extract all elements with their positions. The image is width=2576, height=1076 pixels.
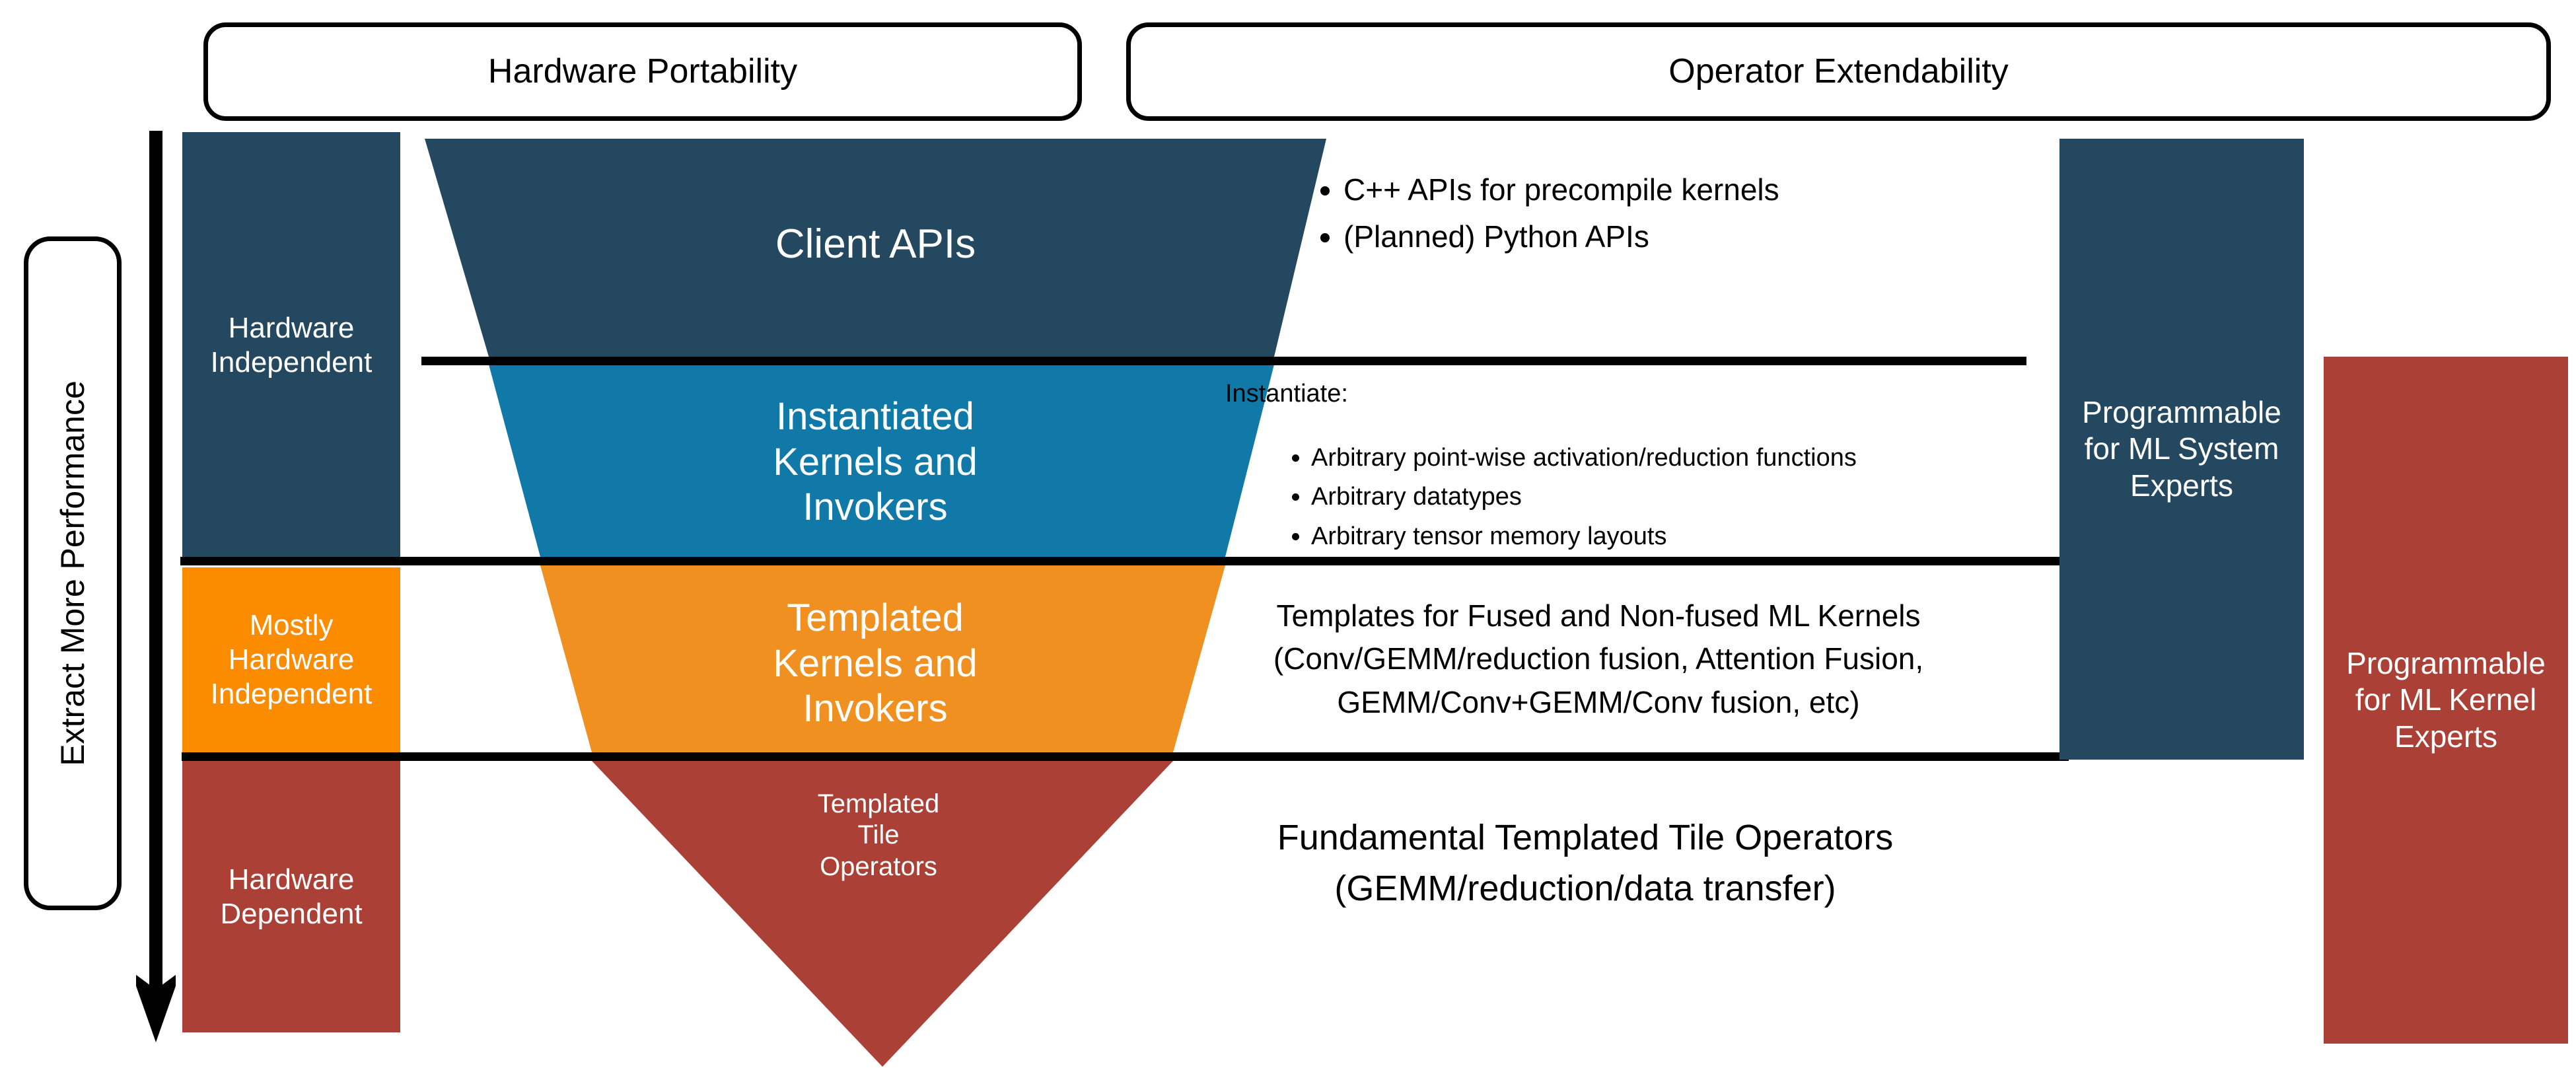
description-bullet-list: C++ APIs for precompile kernels (Planned… — [1308, 168, 2021, 259]
audience-label: Programmable for ML System Experts — [2082, 395, 2281, 503]
divider-rule-1 — [421, 357, 2026, 365]
hardware-level-bar-dependent: Hardware Dependent — [182, 761, 400, 1032]
list-item: Arbitrary datatypes — [1311, 480, 2031, 515]
funnel-label-templated-kernels: Templated Kernels and Invokers — [581, 581, 1169, 746]
description-templated-tile-operators: Fundamental Templated Tile Operators (GE… — [1123, 812, 2048, 914]
audience-label: Programmable for ML Kernel Experts — [2346, 646, 2546, 754]
audience-bar-ml-system-experts: Programmable for ML System Experts — [2059, 139, 2304, 760]
funnel-label-templated-tile-operators: Templated Tile Operators — [713, 776, 1044, 895]
description-line: GEMM/Conv+GEMM/Conv fusion, etc) — [1337, 684, 1860, 719]
description-line: (GEMM/reduction/data transfer) — [1334, 868, 1836, 908]
funnel-label-client-apis: Client APIs — [425, 178, 1326, 310]
description-bullet-list: Arbitrary point-wise activation/reductio… — [1225, 441, 2031, 554]
list-item: Arbitrary tensor memory layouts — [1311, 519, 2031, 554]
description-lead: Instantiate: — [1225, 380, 1348, 408]
description-line: (Conv/GEMM/reduction fusion, Attention F… — [1273, 641, 1924, 676]
list-item: (Planned) Python APIs — [1343, 215, 2021, 258]
hardware-level-bar-independent: Hardware Independent — [182, 132, 400, 558]
header-pill-operator-extendability: Operator Extendability — [1126, 22, 2551, 121]
description-client-apis: C++ APIs for precompile kernels (Planned… — [1308, 168, 2021, 263]
funnel-label-text: Instantiated Kernels and Invokers — [773, 395, 978, 529]
divider-rule-3 — [182, 752, 2069, 761]
audience-bar-ml-kernel-experts: Programmable for ML Kernel Experts — [2324, 357, 2568, 1044]
header-pill-hardware-portability: Hardware Portability — [203, 22, 1082, 121]
description-line: Templates for Fused and Non-fused ML Ker… — [1276, 598, 1921, 633]
hardware-level-label: Hardware Dependent — [220, 863, 363, 930]
description-instantiated-kernels: Instantiate: Arbitrary point-wise activa… — [1225, 377, 2031, 558]
description-templated-kernels: Templates for Fused and Non-fused ML Ker… — [1169, 594, 2028, 724]
funnel-label-text: Client APIs — [775, 221, 976, 268]
list-item: C++ APIs for precompile kernels — [1343, 168, 2021, 211]
funnel-label-text: Templated Kernels and Invokers — [773, 596, 978, 731]
list-item: Arbitrary point-wise activation/reductio… — [1311, 441, 2031, 476]
divider-rule-2 — [180, 557, 2059, 565]
funnel-label-text: Templated Tile Operators — [817, 789, 940, 881]
hardware-level-label: Mostly Hardware Independent — [210, 609, 373, 710]
description-line: Fundamental Templated Tile Operators — [1277, 818, 1894, 857]
hardware-level-label: Hardware Independent — [210, 311, 373, 378]
funnel-label-instantiated-kernels: Instantiated Kernels and Invokers — [502, 380, 1248, 545]
performance-axis-label: Extract More Performance — [54, 380, 91, 766]
hardware-level-bar-mostly-independent: Mostly Hardware Independent — [182, 567, 400, 752]
arrow-down-icon — [136, 131, 176, 1042]
header-pill-label: Operator Extendability — [1668, 52, 2009, 90]
header-pill-label: Hardware Portability — [487, 52, 798, 90]
performance-axis-pill: Extract More Performance — [24, 236, 122, 910]
